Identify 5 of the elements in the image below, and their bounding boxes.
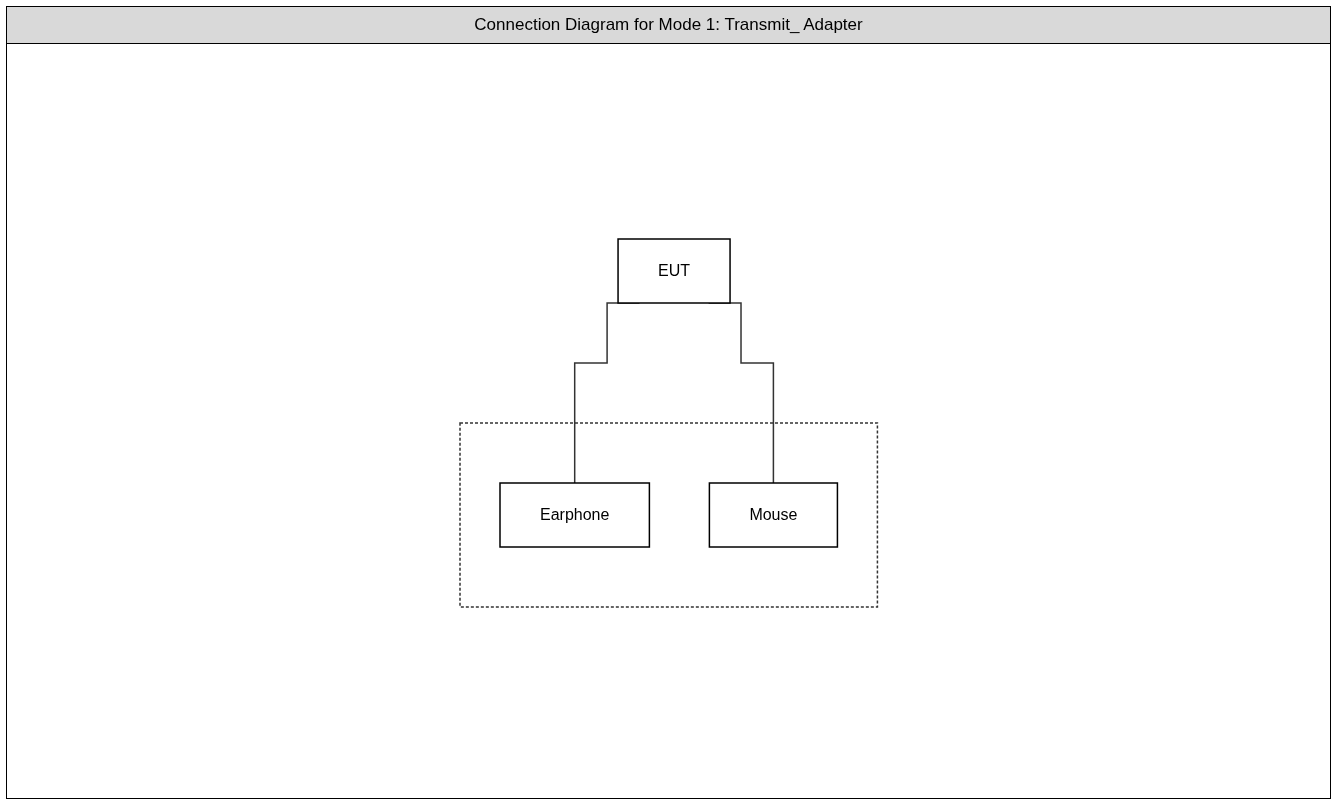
node-box: EUT — [617, 237, 731, 304]
node-box: Mouse — [708, 481, 838, 548]
diagram-title: Connection Diagram for Mode 1: Transmit_ Adapter — [7, 7, 1330, 44]
cluster — [459, 421, 878, 608]
node-box: Earphone — [499, 481, 650, 548]
